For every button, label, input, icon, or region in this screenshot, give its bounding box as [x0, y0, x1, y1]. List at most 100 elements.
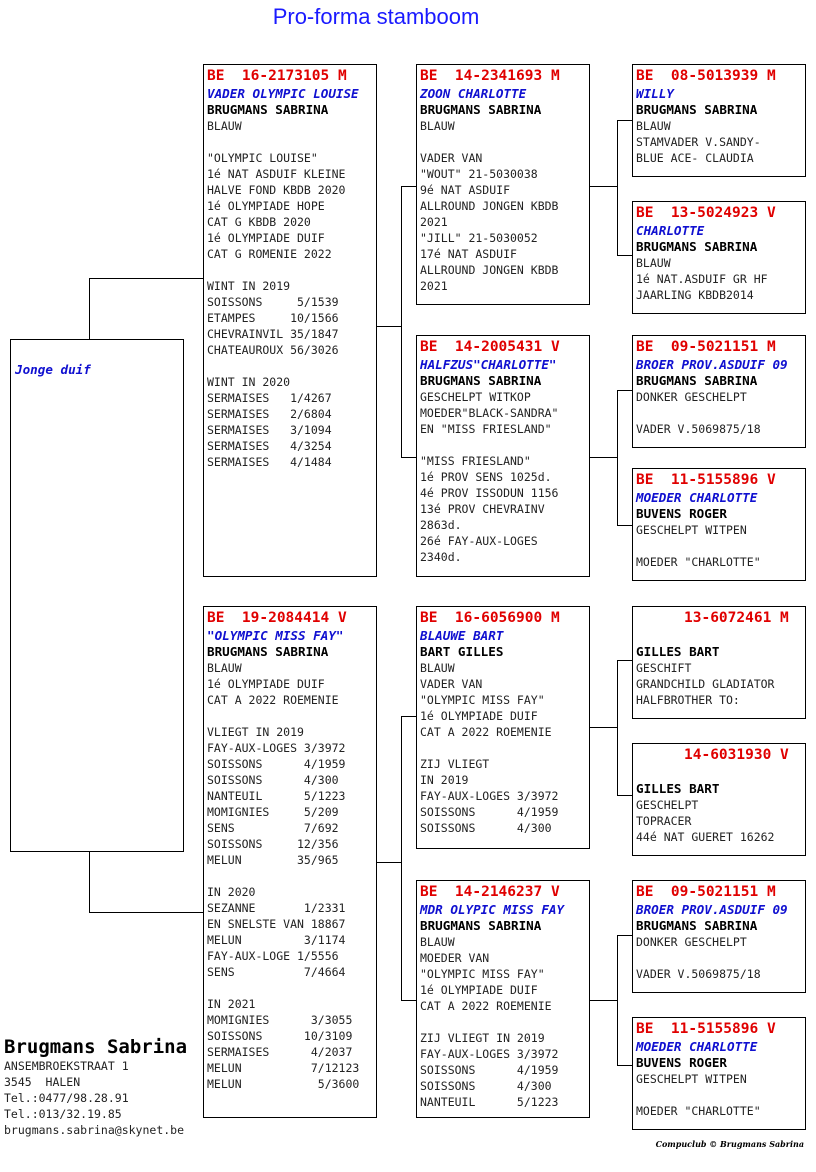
pigeon-owner: BRUGMANS SABRINA [636, 373, 758, 388]
owner-email[interactable]: brugmans.sabrina@skynet.be [4, 1123, 185, 1137]
pigeon-info-line: VADER VAN [420, 151, 483, 165]
pigeon-info-line: BLAUW [636, 256, 671, 270]
pigeon-info-line: FAY-AUX-LOGES 3/3972 [420, 789, 559, 803]
pigeon-info-line: BLAUW [420, 661, 455, 675]
pigeon-info-line: SERMAISES 4/1484 [207, 455, 332, 469]
pigeon-name: CHARLOTTE [636, 223, 705, 238]
pigeon-info-line: GESCHELPT WITKOP [420, 390, 531, 404]
pigeon-owner: BRUGMANS SABRINA [636, 918, 758, 933]
pigeon-info-line [207, 358, 376, 374]
ring-number: 14-2146237 [454, 884, 543, 900]
ring-country: BE [420, 610, 438, 626]
pigeon-owner: BART GILLES [420, 644, 504, 659]
pigeon-info-line: SERMAISES 3/1094 [207, 423, 332, 437]
pigeon-info-line [420, 134, 589, 150]
pigeon-info-line: VADER V.5069875/18 [636, 967, 761, 981]
pigeon-info-line: BLAUW [207, 119, 242, 133]
pigeon-name: WILLY [636, 86, 674, 101]
ring-country: BE [636, 68, 654, 84]
subject-box[interactable]: Jonge duif [10, 339, 184, 852]
pigeon-info-line: MOEDER VAN [420, 951, 490, 965]
owner-name: Brugmans Sabrina [4, 1036, 188, 1058]
pigeon-info-line: WINT IN 2019 [207, 279, 291, 293]
pigeon-info-line: CAT A 2022 ROEMENIE [207, 693, 339, 707]
pigeon-owner: BRUGMANS SABRINA [420, 918, 542, 933]
pigeon-info-line: 1é NAT ASDUIF KLEINE [207, 167, 346, 181]
pigeon-info-line: CAT G ROMENIE 2022 [207, 247, 332, 261]
owner-city: 3545 HALEN [4, 1075, 81, 1089]
ring-sex: M [337, 68, 347, 84]
ring-number: 14-2341693 [454, 68, 543, 84]
pigeon-name: HALFZUS"CHARLOTTE" [420, 357, 557, 372]
pigeon-info-line: GESCHELPT [636, 798, 699, 812]
pigeon-info-line: 1é OLYMPIADE HOPE [207, 199, 325, 213]
ring-header: 13-6072461 M [636, 608, 805, 628]
pigeon-info-line: 9é NAT ASDUIF [420, 183, 511, 197]
pigeon-info-line: JAARLING KBDB2014 [636, 288, 754, 302]
pigeon-name: ZOON CHARLOTTE [420, 86, 527, 101]
pigeon-info-line: HALVE FOND KBDB 2020 [207, 183, 346, 197]
pigeon-info-line [636, 950, 805, 966]
ring-country: BE [207, 68, 225, 84]
pigeon-info-line [207, 262, 376, 278]
pigeon-name: MOEDER CHARLOTTE [636, 1039, 758, 1054]
pigeon-info-line: IN 2020 [207, 885, 256, 899]
pigeon-info-line: 1é NAT.ASDUIF GR HF [636, 272, 768, 286]
ring-header: 14-6031930 V [636, 745, 805, 765]
pigeon-info-line: DONKER GESCHELPT [636, 935, 747, 949]
pigeon-name: BROER PROV.ASDUIF 09 [636, 902, 788, 917]
ring-sex: V [766, 1021, 776, 1037]
ring-sex: M [766, 68, 776, 84]
ring-number: 13-5024923 [670, 205, 759, 221]
pigeon-info-line: 13é PROV CHEVRAINV [420, 502, 545, 516]
pigeon-info-line: SOISSONS 4/300 [420, 1079, 552, 1093]
ring-number: 16-2173105 [241, 68, 330, 84]
pigeon-info-line: 2021 [420, 279, 448, 293]
pigeon-info-line: NANTEUIL 5/1223 [207, 789, 346, 803]
pigeon-info-line: ETAMPES 10/1566 [207, 311, 339, 325]
pigeon-info-line: GESCHELPT WITPEN [636, 1072, 747, 1086]
pigeon-info-line: SOISSONS 4/1959 [420, 805, 559, 819]
ring-number: 19-2084414 [241, 610, 330, 626]
pigeon-info-line: 4é PROV ISSODUN 1156 [420, 486, 559, 500]
ring-number: 11-5155896 [670, 472, 759, 488]
pigeon-info-line: MOMIGNIES 5/209 [207, 805, 339, 819]
ring-sex: V [780, 747, 789, 763]
pigeon-owner: BRUGMANS SABRINA [207, 102, 329, 117]
pigeon-info-line: "WOUT" 21-5030038 [420, 167, 538, 181]
pigeon-info-line: 2021 [420, 215, 448, 229]
pigeon-info-line: 26é FAY-AUX-LOGES [420, 534, 538, 548]
pigeon-name: MDR OLYPIC MISS FAY [420, 902, 565, 917]
pigeon-owner: BRUGMANS SABRINA [636, 239, 758, 254]
subject-label: Jonge duif [15, 362, 91, 377]
ring-sex: M [780, 610, 789, 626]
pigeon-info-line: "JILL" 21-5030052 [420, 231, 538, 245]
pigeon-owner: BRUGMANS SABRINA [207, 644, 329, 659]
pigeon-info-line [636, 538, 805, 554]
pigeon-info-line: "OLYMPIC LOUISE" [207, 151, 318, 165]
ring-number: 13-6072461 [684, 610, 772, 626]
pigeon-info-line: 1é OLYMPIADE DUIF [420, 709, 538, 723]
pigeon-owner: BRUGMANS SABRINA [420, 102, 542, 117]
pigeon-info-line: FAY-AUX-LOGES 3/3972 [207, 741, 346, 755]
pigeon-info-line: CHATEAUROUX 56/3026 [207, 343, 339, 357]
